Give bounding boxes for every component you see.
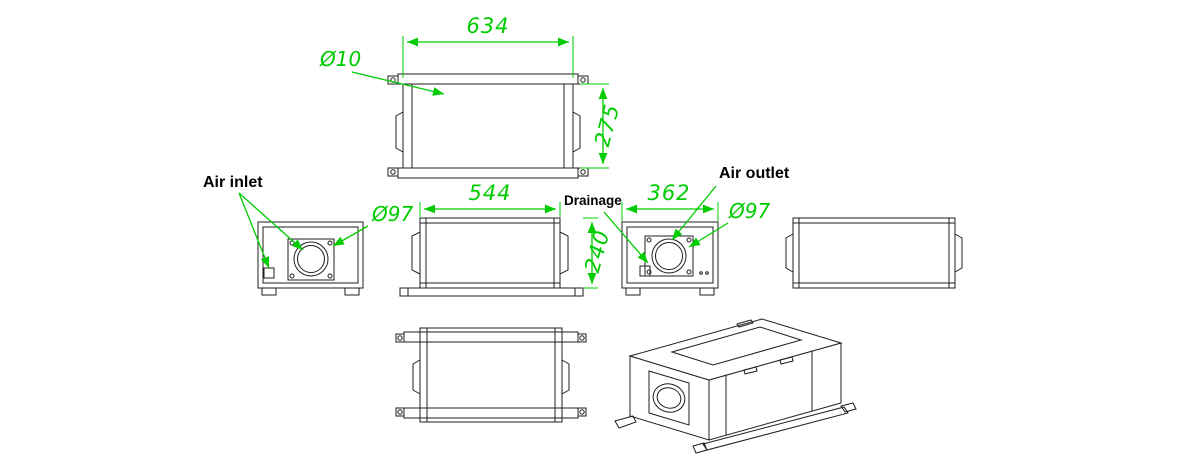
isometric-view: [614, 318, 857, 454]
mounting-hole: [580, 77, 586, 83]
leader-arrow: [688, 222, 729, 248]
front-view: [399, 217, 584, 297]
side-view: [785, 217, 963, 289]
flange-screw: [289, 273, 295, 279]
leader-arrow: [332, 225, 369, 247]
air-inlet-callout: Air inlet: [203, 174, 304, 269]
vent-dot: [699, 271, 703, 275]
air-outlet-label: Air outlet: [719, 165, 790, 182]
top-view-mounting-rails: [387, 73, 589, 179]
mounting-hole: [579, 409, 585, 415]
iso-top-access-panel: [670, 319, 803, 366]
iso-base-rails: [614, 402, 857, 454]
leader-arrow: [671, 185, 717, 241]
dimension-value-dia10: Ø10: [319, 47, 361, 71]
vent-dot: [705, 271, 709, 275]
dimension-dia97-inlet: Ø97: [332, 202, 413, 247]
side-view-outline: [785, 217, 963, 289]
air-outlet-callout: Air outlet: [671, 165, 790, 241]
flange-screw: [327, 273, 333, 279]
leader-arrow: [238, 192, 304, 251]
extension-lines: [419, 202, 561, 217]
inlet-duct-outer-circle: [293, 241, 329, 277]
dimension-value-544: 544: [468, 181, 511, 205]
dimension-value-362: 362: [647, 181, 690, 205]
drainage-callout: Drainage: [564, 193, 649, 264]
bottom-view-rails: [395, 331, 587, 419]
leader-arrow: [238, 192, 270, 269]
dimension-value-dia97-outlet: Ø97: [728, 199, 770, 223]
dimension-value-dia97-inlet: Ø97: [371, 202, 413, 226]
inlet-view-outline: [257, 221, 364, 296]
outlet-duct-inner-circle: [655, 242, 683, 270]
inlet-duct-inner-circle: [297, 245, 325, 273]
bottom-view-body: [412, 327, 570, 423]
dimension-value-240: 240: [580, 227, 614, 275]
dimension-dia10: Ø10: [319, 47, 445, 96]
top-view-body-outline: [395, 83, 581, 169]
leader-arrow: [351, 71, 445, 96]
extension-lines: [583, 217, 598, 289]
dimension-dia97-outlet: Ø97: [688, 199, 770, 248]
flange-screw: [646, 269, 652, 275]
mounting-hole: [579, 335, 585, 341]
outlet-end-view: [621, 221, 719, 296]
mounting-hole: [397, 335, 403, 341]
top-view: [387, 73, 589, 179]
dimension-value-634: 634: [466, 14, 509, 38]
dimension-value-275: 275: [590, 101, 624, 149]
dimension-275: 275: [580, 83, 624, 169]
mounting-hole: [397, 409, 403, 415]
flange-screw: [646, 237, 652, 243]
extension-lines: [402, 36, 574, 78]
extension-lines: [580, 83, 609, 169]
outlet-view-outline: [621, 221, 719, 296]
mounting-hole: [390, 169, 396, 175]
outlet-duct-outer-circle: [651, 238, 687, 274]
dimension-240: 240: [580, 217, 614, 289]
iso-front-seams: [725, 350, 813, 436]
leader-arrow: [603, 211, 649, 264]
dimension-362: 362: [621, 181, 719, 221]
inlet-end-view: [257, 221, 364, 296]
flange-screw: [327, 240, 333, 246]
extension-lines: [621, 202, 719, 221]
mounting-hole: [580, 169, 586, 175]
dimension-544: 544: [419, 181, 561, 217]
iso-top-face: [628, 318, 843, 381]
drainage-label: Drainage: [564, 193, 622, 208]
air-inlet-label: Air inlet: [203, 174, 263, 191]
flange-screw: [686, 237, 692, 243]
front-view-base-rail: [399, 287, 584, 297]
dimension-634: 634: [402, 14, 574, 78]
flange-screw: [686, 269, 692, 275]
iso-duct-inner-circle: [656, 387, 682, 409]
bottom-view: [395, 327, 587, 423]
front-view-outline: [411, 217, 569, 289]
iso-duct-flange: [648, 370, 690, 426]
iso-duct-outer-circle: [652, 383, 686, 413]
